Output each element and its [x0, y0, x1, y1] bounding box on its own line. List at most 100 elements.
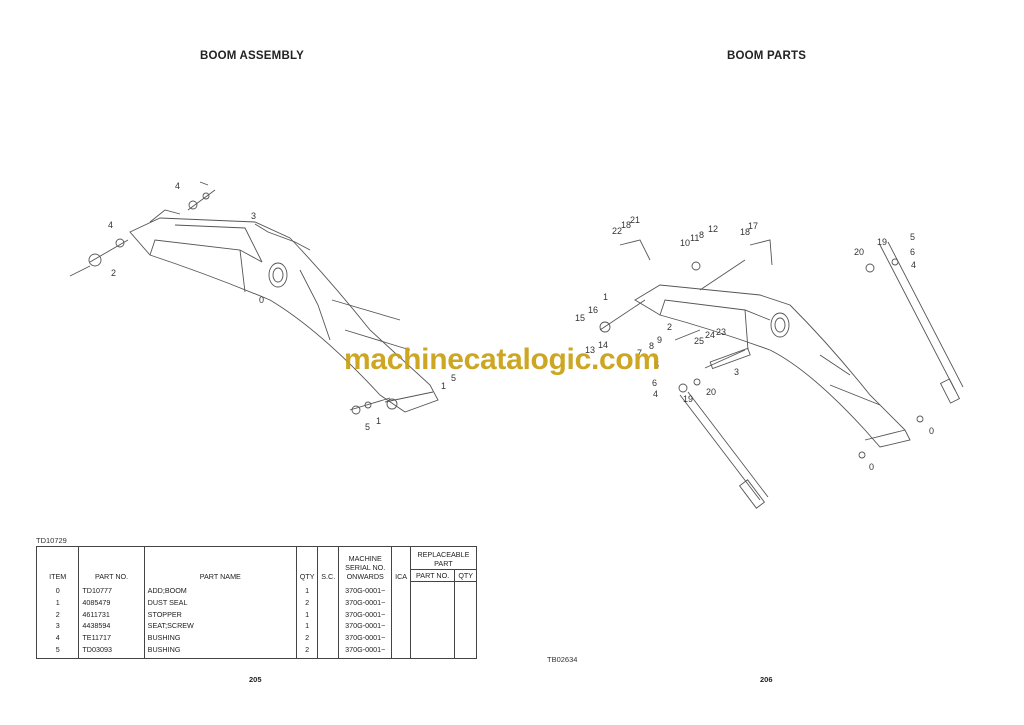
cell-item: 1	[35, 596, 80, 609]
svg-text:21: 21	[630, 215, 640, 225]
cell-rep-part-no	[409, 596, 456, 609]
table-row: 5 TD03093 BUSHING 2 370G-0001~	[35, 643, 477, 659]
cell-part-no: TD03093	[78, 643, 145, 659]
cell-rep-part-no	[409, 620, 456, 633]
cell-item: 3	[35, 620, 80, 633]
cell-qty: 1	[295, 608, 319, 621]
svg-text:10: 10	[680, 238, 690, 248]
parts-table: ITEM PART NO. PART NAME QTY S.C. MACHINE…	[35, 546, 478, 659]
table-row: 3 4438594 SEAT;SCREW 1 370G-0001~	[35, 620, 477, 633]
col-item: ITEM	[35, 546, 80, 582]
svg-text:24: 24	[705, 330, 715, 340]
boom-parts-callouts: 22 18 21 10 11 8 12 18 17 20 19 5 6 4 1 …	[575, 215, 934, 472]
cell-ica	[391, 581, 411, 597]
svg-text:20: 20	[706, 387, 716, 397]
cell-rep-qty	[454, 581, 477, 597]
col-serial: MACHINE SERIAL NO. ONWARDS	[338, 546, 393, 582]
svg-text:7: 7	[637, 348, 642, 358]
svg-text:23: 23	[716, 327, 726, 337]
svg-text:4: 4	[175, 181, 180, 191]
svg-text:19: 19	[877, 237, 887, 247]
col-rep-qty: QTY	[454, 569, 477, 582]
cell-sc	[317, 632, 340, 644]
svg-text:8: 8	[699, 230, 704, 240]
svg-text:19: 19	[683, 394, 693, 404]
cell-ica	[391, 643, 411, 659]
cell-sc	[317, 620, 340, 633]
svg-text:18: 18	[621, 220, 631, 230]
cell-serial: 370G-0001~	[338, 581, 393, 597]
svg-text:15: 15	[575, 313, 585, 323]
cell-rep-part-no	[409, 643, 456, 659]
col-qty: QTY	[295, 546, 319, 582]
table-row: 1 4085479 DUST SEAL 2 370G-0001~	[35, 596, 477, 609]
cell-part-name: BUSHING	[143, 632, 297, 644]
svg-text:13: 13	[585, 345, 595, 355]
svg-text:4: 4	[911, 260, 916, 270]
col-replaceable-part: REPLACEABLE PART	[409, 546, 478, 570]
cell-item: 0	[35, 581, 80, 597]
svg-text:17: 17	[748, 221, 758, 231]
cell-sc	[317, 581, 340, 597]
col-sc: S.C.	[317, 546, 340, 582]
svg-text:6: 6	[910, 247, 915, 257]
cell-part-name: ADD;BOOM	[143, 581, 297, 597]
cell-part-no: 4085479	[78, 596, 145, 609]
svg-text:5: 5	[654, 360, 659, 370]
cell-rep-qty	[454, 608, 477, 621]
svg-text:2: 2	[111, 268, 116, 278]
watermark: machinecatalogic.com	[344, 343, 660, 376]
cell-qty: 2	[295, 643, 319, 659]
svg-text:3: 3	[251, 211, 256, 221]
cell-serial: 370G-0001~	[338, 632, 393, 644]
col-part-name: PART NAME	[143, 546, 297, 582]
page-title-boom-assembly: BOOM ASSEMBLY	[200, 50, 304, 62]
svg-text:22: 22	[612, 226, 622, 236]
cell-qty: 2	[295, 596, 319, 609]
page-number-right: 206	[760, 675, 773, 684]
svg-text:5: 5	[451, 373, 456, 383]
cell-part-name: STOPPER	[143, 608, 297, 621]
svg-text:0: 0	[869, 462, 874, 472]
cell-rep-part-no	[409, 581, 456, 597]
svg-text:16: 16	[588, 305, 598, 315]
svg-text:8: 8	[649, 341, 654, 351]
svg-text:4: 4	[653, 389, 658, 399]
svg-text:1: 1	[376, 416, 381, 426]
svg-text:6: 6	[652, 378, 657, 388]
cell-part-name: BUSHING	[143, 643, 297, 659]
boom-assembly-drawing	[69, 181, 439, 415]
svg-text:4: 4	[108, 220, 113, 230]
page-number-left: 205	[249, 675, 262, 684]
cell-sc	[317, 608, 340, 621]
col-part-no: PART NO.	[78, 546, 145, 582]
cell-ica	[391, 620, 411, 633]
cell-rep-qty	[454, 620, 477, 633]
svg-text:18: 18	[740, 227, 750, 237]
svg-text:5: 5	[365, 422, 370, 432]
cell-sc	[317, 643, 340, 659]
svg-text:12: 12	[708, 224, 718, 234]
cell-qty: 2	[295, 632, 319, 644]
figure-id-left: TD10729	[36, 536, 67, 545]
col-ica: ICA	[391, 546, 411, 582]
svg-text:14: 14	[598, 340, 608, 350]
svg-text:1: 1	[603, 292, 608, 302]
svg-text:3: 3	[734, 367, 739, 377]
cell-rep-qty	[454, 596, 477, 609]
cell-ica	[391, 632, 411, 644]
page-title-boom-parts: BOOM PARTS	[727, 50, 807, 62]
boom-parts-drawing	[599, 239, 964, 509]
cell-rep-part-no	[409, 608, 456, 621]
cell-rep-part-no	[409, 632, 456, 644]
cell-part-no: 4611731	[78, 608, 145, 621]
col-rep-part-no: PART NO.	[409, 569, 456, 582]
svg-text:2: 2	[667, 322, 672, 332]
cell-serial: 370G-0001~	[338, 620, 393, 633]
cell-qty: 1	[295, 581, 319, 597]
cell-rep-qty	[454, 643, 477, 659]
svg-text:11: 11	[690, 233, 699, 243]
svg-text:20: 20	[854, 247, 864, 257]
cell-item: 4	[35, 632, 80, 644]
